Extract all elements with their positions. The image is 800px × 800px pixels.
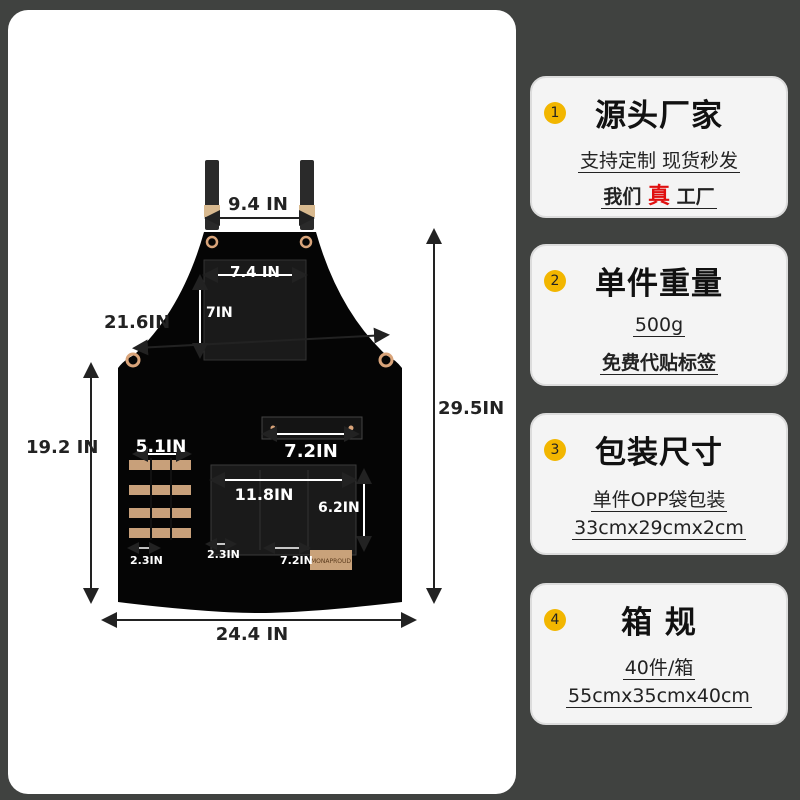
card-title: 包装尺寸 (595, 435, 723, 471)
grommet-icon (205, 235, 219, 249)
bottom-width-label: 24.4 IN (216, 624, 288, 645)
apron-diagram: MONAPROUD 9.4 IN 7.4 IN 7IN 21.6IN 29.5I… (26, 160, 504, 645)
card-title: 源头厂家 (595, 98, 723, 134)
small-pocket-width-label: 5.1IN (136, 437, 187, 457)
lower-height-label: 19.2 IN (26, 437, 98, 458)
big-pocket-height-label: 6.2IN (318, 500, 360, 516)
card-line: 55cmx35cmx40cm (566, 685, 752, 708)
small-pocket-each-label: 2.3IN (130, 554, 163, 567)
total-height-label: 29.5IN (438, 398, 504, 419)
number-badge-icon: 2 (544, 270, 566, 292)
big-pocket-sub-width-label: 7.2IN (280, 554, 313, 567)
brand-tag (310, 550, 352, 570)
top-right-pocket (261, 416, 363, 440)
card-line-highlight: 真 (647, 184, 670, 209)
card-line: 40件/箱 (622, 657, 696, 680)
left-buckle-icon (204, 205, 220, 217)
number-badge-icon: 3 (544, 439, 566, 461)
card-line: 免费代贴标签 (599, 352, 718, 375)
big-pocket-width-label: 11.8IN (235, 485, 294, 504)
card-line: 500g (632, 314, 686, 337)
left-strap (205, 160, 219, 230)
info-card-weight: 2 单件重量 500g 免费代贴标签 (530, 244, 788, 386)
card-line: 单件OPP袋包装 (590, 489, 728, 512)
card-line-a: 我们 (603, 186, 642, 208)
small-pocket-each-label-b: 2.3IN (207, 548, 240, 561)
card-line: 支持定制 现货秒发 (577, 150, 741, 173)
strap-width-label: 9.4 IN (228, 194, 288, 215)
info-card-carton: 4 箱 规 40件/箱 55cmx35cmx40cm (530, 583, 788, 725)
card-title: 单件重量 (595, 266, 723, 302)
brand-tag-text: MONAPROUD (311, 558, 351, 565)
chest-width-label: 21.6IN (104, 312, 170, 333)
product-diagram-panel: MONAPROUD 9.4 IN 7.4 IN 7IN 21.6IN 29.5I… (8, 10, 516, 794)
chest-pocket-width-label: 7.4 IN (230, 263, 280, 281)
card-line: 33cmx29cmx2cm (572, 517, 746, 540)
info-card-packaging: 3 包装尺寸 单件OPP袋包装 33cmx29cmx2cm (530, 413, 788, 555)
number-badge-icon: 4 (544, 609, 566, 631)
card-line-c: 工厂 (676, 186, 715, 208)
chest-pocket-height-label: 7IN (206, 305, 233, 321)
info-card-factory: 1 源头厂家 支持定制 现货秒发 我们 真 工厂 (530, 76, 788, 218)
card-title: 箱 规 (621, 605, 697, 641)
number-badge-icon: 1 (544, 102, 566, 124)
right-strap (300, 160, 314, 230)
top-right-pocket-width-label: 7.2IN (284, 441, 338, 462)
right-buckle-icon (299, 205, 315, 217)
tool-loops (129, 458, 191, 540)
grommet-icon (299, 235, 313, 249)
